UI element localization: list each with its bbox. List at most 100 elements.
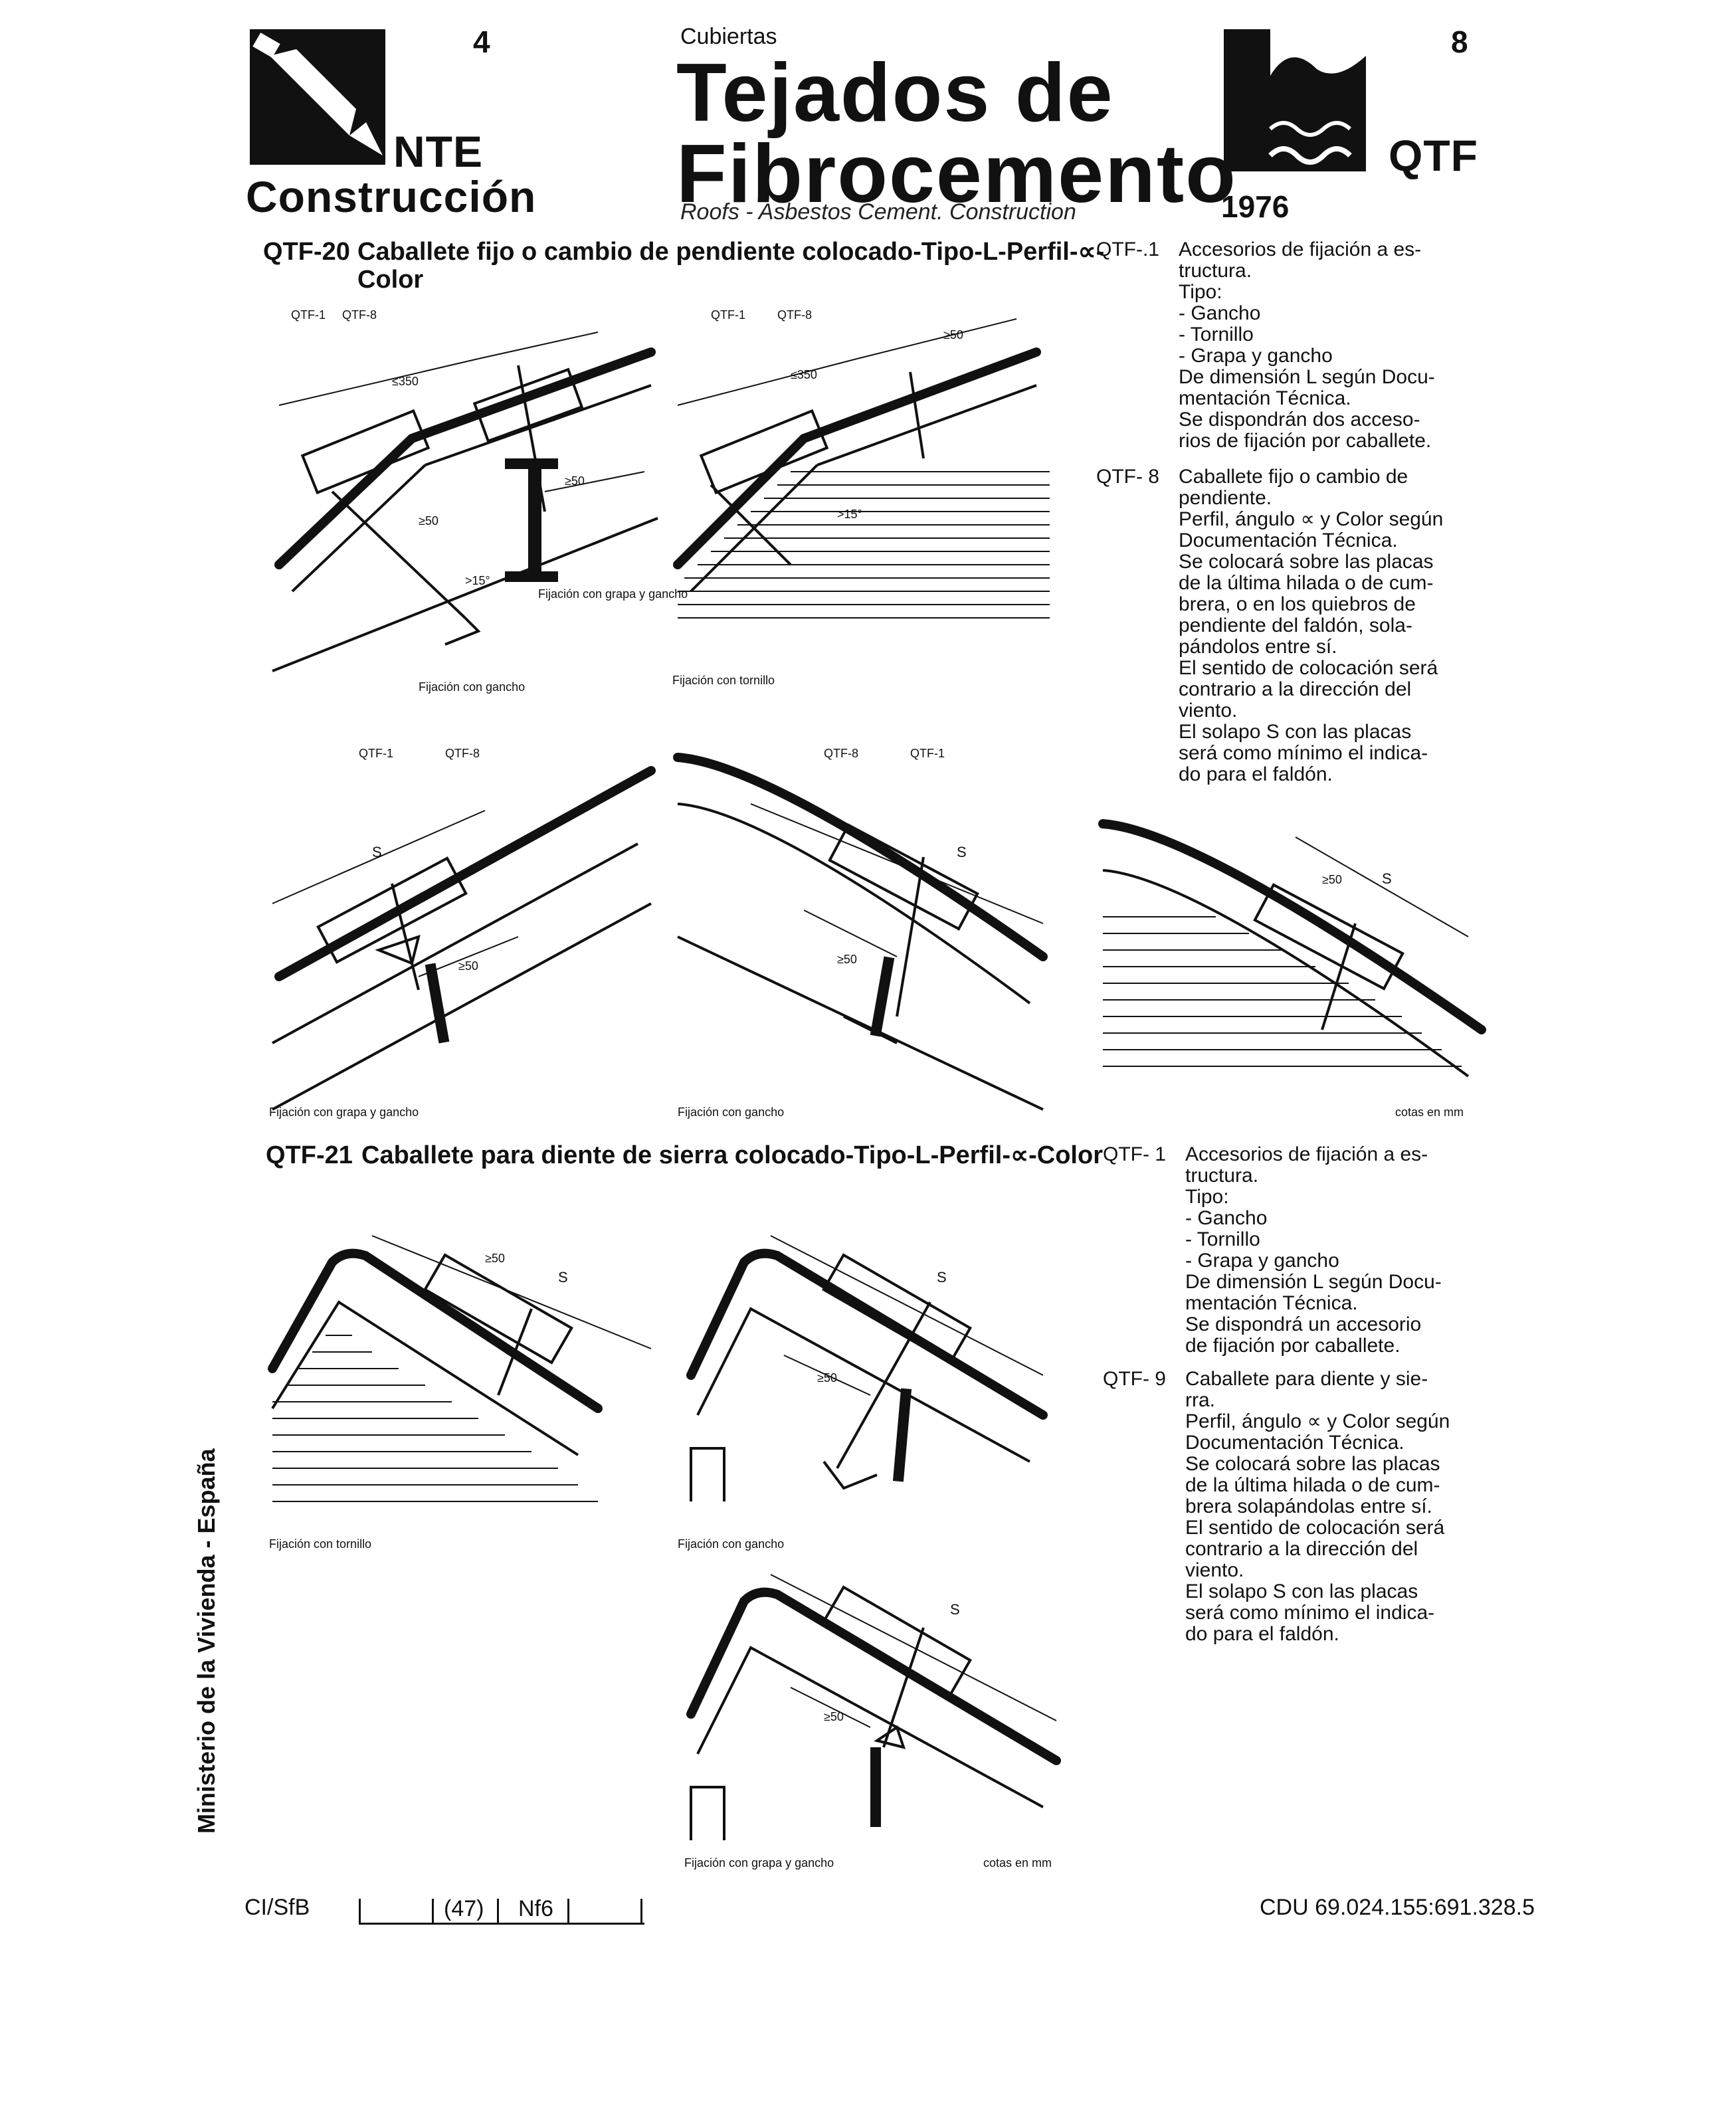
- d4-label-qtf1: QTF-1: [910, 747, 945, 760]
- d3-dim-s: S: [372, 844, 382, 860]
- note-line: mentación Técnica.: [1179, 387, 1351, 409]
- d4-dim-50: ≥50: [837, 953, 857, 966]
- note-line: Documentación Técnica.: [1185, 1432, 1404, 1454]
- page-subtitle: Roofs - Asbestos Cement. Construction: [680, 199, 1076, 225]
- cisfb-box2: Nf6: [518, 1896, 553, 1921]
- note-line: El solapo S con las placas: [1179, 721, 1412, 743]
- nte-label: NTE: [393, 127, 483, 176]
- note-line: viento.: [1179, 700, 1238, 721]
- d7-dim-s: S: [937, 1269, 947, 1286]
- d8-caption: Fijación con grapa y gancho: [684, 1856, 834, 1870]
- d3-caption: Fijación con grapa y gancho: [269, 1105, 419, 1119]
- note-line: será como mínimo el indica-: [1179, 742, 1428, 764]
- note-line: - Grapa y gancho: [1179, 345, 1333, 367]
- note-line: Se dispondrá un accesorio: [1185, 1313, 1422, 1335]
- d1-caption: Fijación con gancho: [419, 680, 525, 694]
- d7-dim-50: ≥50: [817, 1371, 837, 1385]
- note-line: De dimensión L según Docu-: [1179, 366, 1435, 388]
- note-line: El sentido de colocación será: [1185, 1517, 1445, 1539]
- diagram-qtf20-screw-b: ≥50 S cotas en mm: [1098, 819, 1486, 1119]
- note-line: Se colocará sobre las placas: [1185, 1453, 1440, 1475]
- cisfb-label: CI/SfB: [244, 1895, 310, 1920]
- note-line: pendiente.: [1179, 487, 1272, 509]
- note-line: brera, o en los quiebros de: [1179, 593, 1416, 615]
- note-line: do para el faldón.: [1185, 1623, 1339, 1645]
- d1-dim-15: >15°: [465, 574, 490, 587]
- diagram-qtf20-clip: QTF-1 QTF-8 S ≥50 Fijación con grapa y g…: [269, 747, 656, 1119]
- note-line: - Tornillo: [1185, 1228, 1260, 1250]
- diagram-qtf21-clip: S ≥50 Fijación con grapa y gancho cotas …: [684, 1574, 1061, 1870]
- d2-dim-350: ≤350: [791, 368, 817, 381]
- note-line: Caballete fijo o cambio de: [1179, 466, 1408, 488]
- note-line: - Grapa y gancho: [1185, 1250, 1339, 1272]
- d2-dim-15: >15°: [837, 508, 862, 521]
- note-code: QTF- 1: [1103, 1143, 1166, 1165]
- d1-label-qtf8: QTF-8: [342, 308, 377, 322]
- d8-dim-s: S: [950, 1601, 960, 1618]
- diagram-qtf21-screw: ≥50 S Fijación con tornillo: [268, 1235, 652, 1551]
- note-line: viento.: [1185, 1559, 1244, 1581]
- qtf-code: QTF: [1389, 131, 1478, 180]
- d1-note: Fijación con grapa y gancho: [538, 587, 688, 601]
- diagram-qtf20-hook: QTF-1 QTF-8 ≤350 ≥50 ≥50 >15° Fijación c…: [272, 308, 688, 694]
- d8-units: cotas en mm: [983, 1856, 1052, 1870]
- note-line: será como mínimo el indica-: [1185, 1602, 1435, 1624]
- diagram-qtf20-screw: QTF-1 QTF-8 ≤350 ≥50 >15° Fijación con t…: [672, 308, 1050, 687]
- d5-dim-s: S: [1382, 870, 1392, 887]
- note-line: Tipo:: [1179, 281, 1222, 303]
- note-line: Perfil, ángulo ∝ y Color según: [1185, 1410, 1450, 1432]
- note-line: Accesorios de fijación a es-: [1179, 239, 1422, 260]
- note-line: rra.: [1185, 1389, 1215, 1411]
- d3-label-qtf1: QTF-1: [359, 747, 393, 760]
- diagram-qtf20-hook-b: QTF-8 QTF-1 S ≥50 Fijación con gancho: [673, 747, 1048, 1119]
- d3-label-qtf8: QTF-8: [445, 747, 480, 760]
- d5-hatch: [1103, 916, 1462, 1067]
- qtf-logo: [1224, 29, 1366, 171]
- d5-dim-50: ≥50: [1322, 873, 1342, 886]
- ministry-sidebar: Ministerio de la Vivienda - España: [193, 1448, 220, 1834]
- d2-label-qtf8: QTF-8: [777, 308, 812, 322]
- d4-dim-s: S: [957, 844, 967, 860]
- note2-qtf-9: QTF- 9 Caballete para diente y sie- rra.…: [1103, 1369, 1501, 1661]
- d6-caption: Fijación con tornillo: [269, 1537, 371, 1551]
- note-line: - Gancho: [1185, 1207, 1268, 1229]
- d1-dim-50a: ≥50: [565, 474, 585, 488]
- trowel-icon: [252, 33, 383, 155]
- note-line: de la última hilada o de cum-: [1179, 572, 1434, 594]
- note-line: - Gancho: [1179, 302, 1261, 324]
- note-line: de la última hilada o de cum-: [1185, 1474, 1440, 1496]
- note-line: Accesorios de fijación a es-: [1185, 1143, 1428, 1165]
- cisfb-box1: (47): [444, 1896, 484, 1921]
- right-page-number: 8: [1451, 25, 1468, 59]
- year-label: 1976: [1221, 189, 1290, 224]
- d3-dim-50: ≥50: [458, 959, 478, 973]
- cisfb-boxes: (47) Nf6: [359, 1893, 644, 1925]
- waves-icon: [1268, 29, 1366, 165]
- left-page-number: 4: [473, 25, 490, 59]
- note-line: rios de fijación por caballete.: [1179, 430, 1432, 452]
- note-line: Perfil, ángulo ∝ y Color según: [1179, 508, 1444, 530]
- note-code: QTF- 9: [1103, 1368, 1166, 1390]
- note-line: pendiente del faldón, sola-: [1179, 615, 1412, 636]
- note-line: contrario a la dirección del: [1179, 678, 1412, 700]
- note-qtf-8: QTF- 8 Caballete fijo o cambio de pendie…: [1096, 466, 1495, 792]
- category-label: Cubiertas: [680, 24, 777, 49]
- d1-label-qtf1: QTF-1: [291, 308, 326, 322]
- d6-hatch: [272, 1335, 598, 1502]
- note-line: El solapo S con las placas: [1185, 1581, 1418, 1602]
- nte-logo: [250, 29, 385, 165]
- construccion-label: Construcción: [246, 172, 537, 221]
- note-line: Documentación Técnica.: [1179, 529, 1398, 551]
- d2-dim-50: ≥50: [943, 328, 963, 341]
- note-code: QTF-.1: [1096, 239, 1159, 260]
- note-line: tructura.: [1179, 260, 1252, 282]
- note-line: brera solapándolas entre sí.: [1185, 1495, 1432, 1517]
- d1-dim-350: ≤350: [392, 375, 419, 388]
- note-line: mentación Técnica.: [1185, 1292, 1358, 1314]
- page-title-line1: Tejados de: [676, 47, 1114, 139]
- d7-caption: Fijación con gancho: [678, 1537, 784, 1551]
- note-line: pándolos entre sí.: [1179, 636, 1337, 658]
- note2-qtf-1: QTF- 1 Accesorios de fijación a es- truc…: [1103, 1144, 1501, 1363]
- note-line: Tipo:: [1185, 1186, 1229, 1208]
- note-line: - Tornillo: [1179, 324, 1254, 345]
